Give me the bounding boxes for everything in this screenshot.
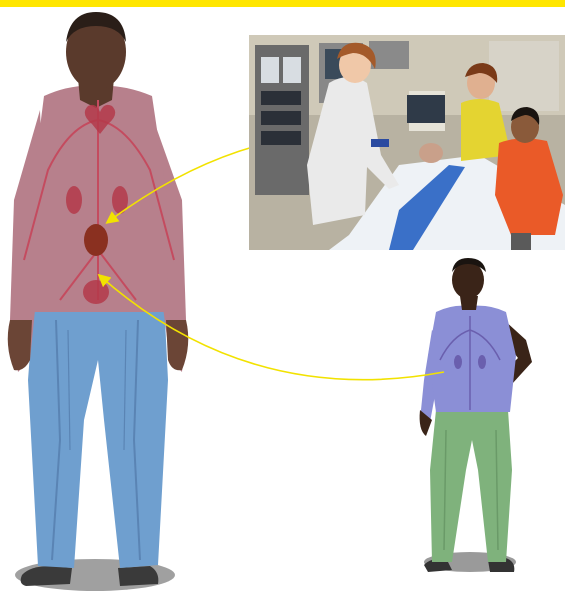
hospital-transplant-photo — [249, 35, 565, 250]
donor-right-shoe — [118, 566, 158, 586]
recipient-left-kidney — [454, 355, 462, 369]
recipient-pants — [430, 410, 512, 562]
recipient-figure — [420, 258, 532, 572]
hospital-scene — [249, 35, 565, 250]
donor-organ — [84, 224, 108, 256]
donor-bladder — [83, 280, 109, 304]
donor-figure — [8, 12, 189, 591]
patient-head — [419, 143, 443, 163]
donor-pants — [28, 300, 168, 568]
recipient-right-kidney — [478, 355, 486, 369]
donor-left-hand — [8, 320, 32, 370]
donor-left-kidney — [66, 186, 82, 214]
